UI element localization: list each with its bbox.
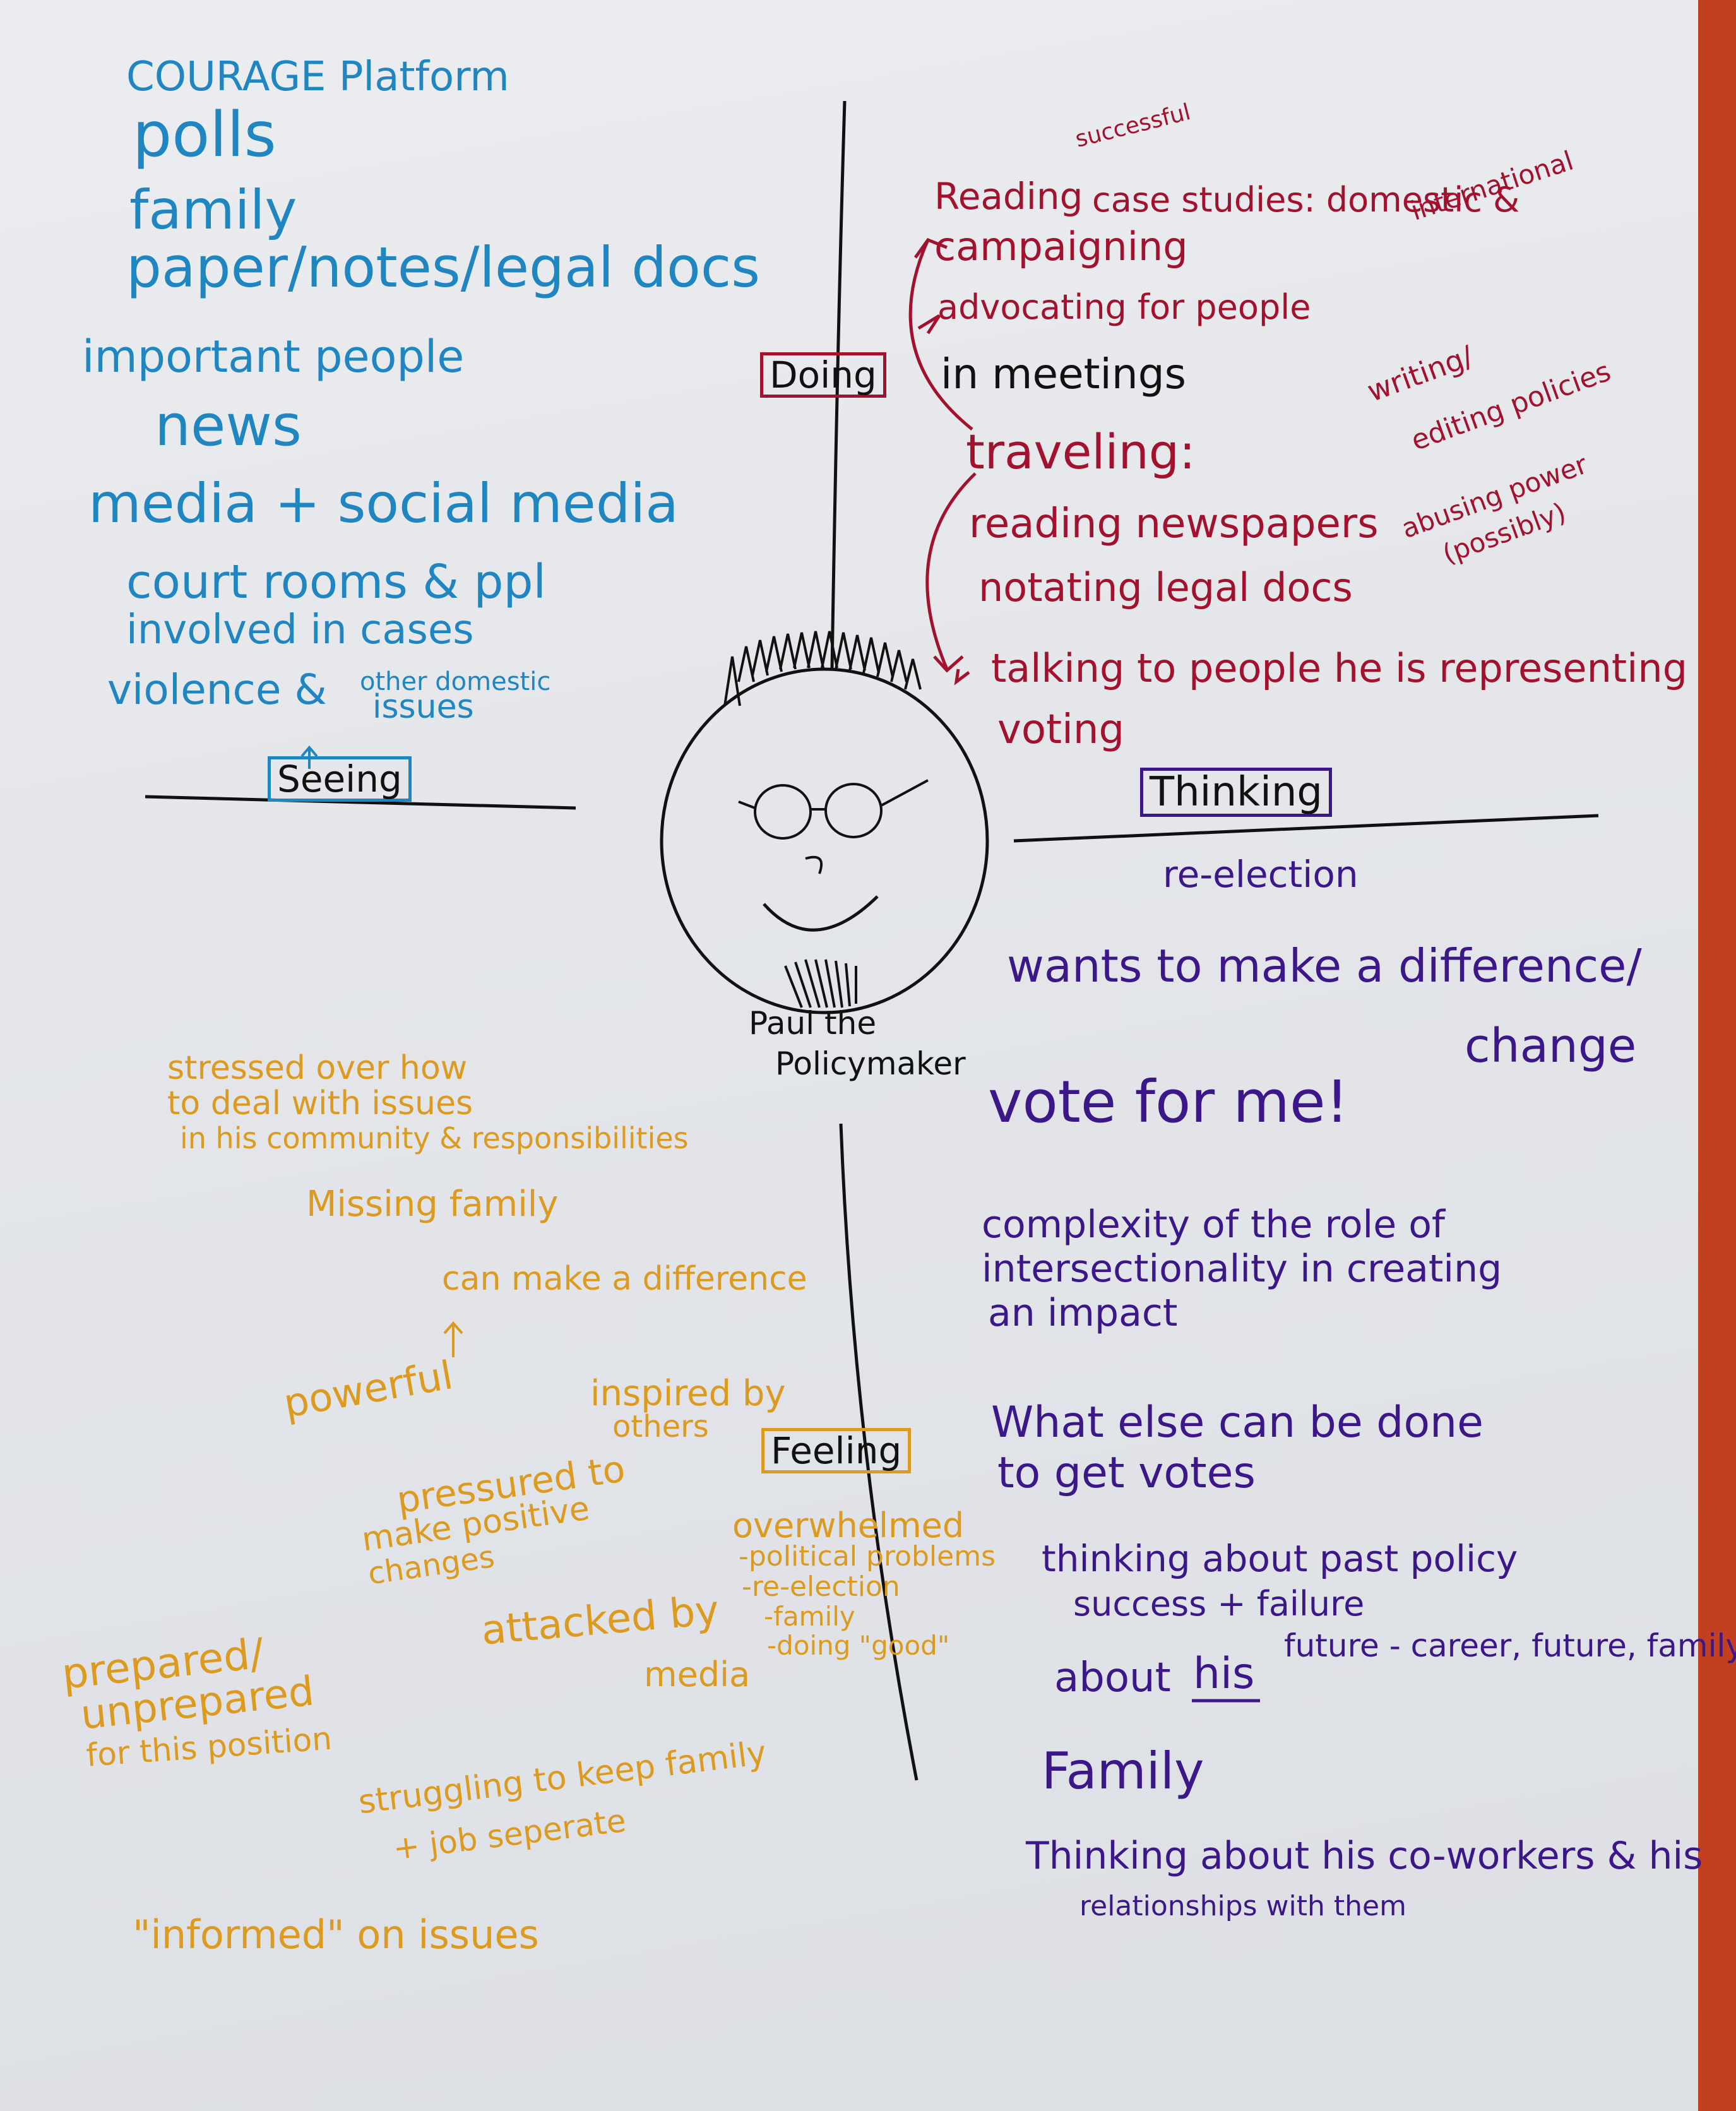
- thinking-item: to get votes: [997, 1448, 1256, 1498]
- seeing-item: important people: [82, 331, 465, 383]
- thinking-item: Family: [1042, 1742, 1204, 1800]
- feeling-label-box: Feeling: [761, 1428, 912, 1473]
- horizontal-divider-left: [145, 795, 576, 810]
- doing-label-box: Doing: [760, 352, 886, 398]
- thinking-item: intersectionality in creating: [982, 1247, 1502, 1291]
- seeing-item: family: [129, 179, 297, 242]
- thinking-item: What else can be done: [991, 1398, 1483, 1448]
- feeling-item: overwhelmed: [732, 1506, 965, 1545]
- feeling-item: media: [644, 1655, 751, 1694]
- doing-item: notating legal docs: [978, 564, 1353, 610]
- nose: [805, 855, 823, 874]
- doing-item: advocating for people: [937, 287, 1311, 327]
- feeling-item: -re-election: [742, 1571, 900, 1603]
- seeing-item: involved in cases: [126, 607, 474, 653]
- doing-item: talking to people he is representing: [991, 645, 1688, 691]
- hair: [723, 631, 922, 706]
- thinking-item: change: [1465, 1019, 1637, 1073]
- feeling-item: can make a difference: [442, 1260, 807, 1298]
- seeing-label: Seeing: [277, 758, 402, 800]
- seeing-item: paper/notes/legal docs: [126, 235, 761, 300]
- horizontal-divider-right: [1013, 814, 1599, 843]
- feeling-arrow: [443, 1321, 463, 1357]
- seeing-item: COURAGE Platform: [126, 54, 509, 100]
- thinking-item: relationships with them: [1079, 1890, 1406, 1922]
- doing-label: Doing: [770, 354, 877, 396]
- glasses-icon: [738, 779, 929, 840]
- thinking-item: vote for me!: [988, 1068, 1349, 1136]
- thinking-label-box: Thinking: [1140, 768, 1333, 817]
- feeling-item: others: [612, 1409, 709, 1444]
- thinking-item: re-election: [1163, 853, 1358, 896]
- persona-drawing: [660, 631, 989, 1014]
- smile: [763, 895, 879, 932]
- doing-bracket-lower: [925, 472, 977, 686]
- seeing-item: court rooms & ppl: [126, 555, 547, 609]
- feeling-item: -doing "good": [767, 1630, 950, 1661]
- vertical-divider-top: [830, 100, 847, 670]
- seeing-item: other domestic: [360, 667, 551, 696]
- red-wall-edge: [1698, 0, 1736, 2111]
- thinking-item-emphasis: his: [1193, 1649, 1255, 1699]
- feeling-item: in his community & responsibilities: [180, 1121, 689, 1155]
- feeling-item: to deal with issues: [167, 1085, 473, 1122]
- feeling-item: -family: [764, 1601, 855, 1632]
- doing-item: campaigning: [934, 223, 1188, 270]
- seeing-item: violence &: [107, 665, 327, 714]
- feeling-item: -political problems: [739, 1540, 996, 1573]
- feeling-item: stressed over how: [167, 1049, 468, 1087]
- feeling-item: inspired by: [590, 1373, 786, 1414]
- persona-name-line1: Paul the: [749, 1005, 877, 1042]
- thinking-item: about: [1054, 1655, 1171, 1701]
- doing-bracket-upper: [908, 237, 973, 431]
- doing-item: case studies: domestic &: [1092, 180, 1520, 220]
- thinking-item: success + failure: [1073, 1584, 1365, 1624]
- seeing-item: polls: [133, 99, 276, 171]
- thinking-item: an impact: [988, 1291, 1178, 1335]
- seeing-item: news: [155, 393, 302, 459]
- doing-item: Reading: [934, 175, 1083, 218]
- vertical-divider-bottom: [839, 1123, 919, 1781]
- face-outline: [660, 667, 989, 1014]
- thinking-item: wants to make a difference/: [1007, 939, 1642, 992]
- thinking-item: complexity of the role of: [982, 1203, 1446, 1247]
- doing-item: in meetings: [941, 350, 1186, 398]
- feeling-item: "informed" on issues: [133, 1912, 539, 1958]
- beard: [784, 959, 857, 1008]
- thinking-item: future - career, future, family: [1284, 1627, 1736, 1664]
- thinking-label: Thinking: [1150, 769, 1323, 816]
- thinking-item: thinking about past policy: [1042, 1537, 1518, 1580]
- doing-item: reading newspapers: [969, 501, 1379, 547]
- doing-item: voting: [997, 706, 1125, 753]
- feeling-label: Feeling: [771, 1429, 902, 1472]
- thinking-item: Thinking about his co-workers & his: [1026, 1834, 1703, 1878]
- seeing-label-box: Seeing: [268, 756, 412, 802]
- feeling-item: Missing family: [306, 1184, 559, 1225]
- seeing-item: issues: [372, 688, 474, 726]
- persona-name-line2: Policymaker: [775, 1045, 966, 1082]
- doing-item: traveling:: [966, 424, 1196, 480]
- seeing-item: media + social media: [88, 472, 679, 535]
- chart-paper: [0, 0, 1698, 2111]
